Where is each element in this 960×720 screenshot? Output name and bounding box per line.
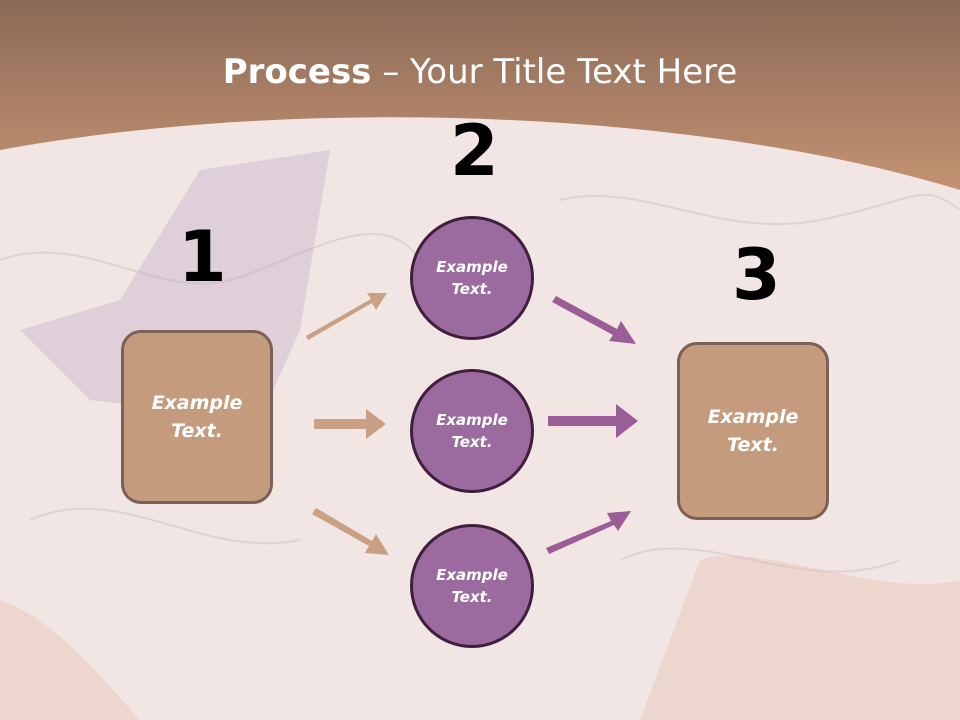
right-box-text: Example Text.: [707, 405, 799, 457]
step-number-2: 2: [450, 110, 499, 192]
circle-bottom: Example Text.: [410, 524, 534, 648]
step-number-3: 3: [732, 234, 781, 316]
circle-bottom-text: Example Text.: [436, 565, 508, 607]
left-box-text: Example Text.: [151, 391, 243, 443]
slide-title: Process – Your Title Text Here: [0, 52, 960, 92]
step-number-1: 1: [178, 216, 227, 298]
circle-middle-text: Example Text.: [436, 410, 508, 452]
circle-top-text: Example Text.: [436, 257, 508, 299]
left-text-box: Example Text.: [121, 330, 273, 504]
title-rest: – Your Title Text Here: [371, 52, 738, 92]
circle-top: Example Text.: [410, 216, 534, 340]
title-bold: Process: [222, 52, 372, 92]
circle-middle: Example Text.: [410, 369, 534, 493]
right-text-box: Example Text.: [677, 342, 829, 520]
